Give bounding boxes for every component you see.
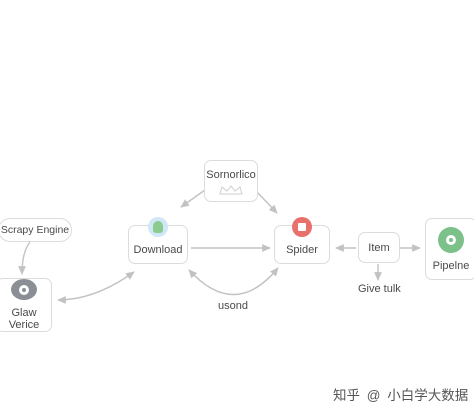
- gear-icon: [11, 279, 37, 300]
- watermark: 知乎 @ 小白学大数据: [333, 384, 468, 404]
- item-node[interactable]: Item: [358, 232, 400, 263]
- spider-label: Spider: [286, 243, 318, 256]
- arrow-download-to-middleware: [57, 271, 135, 304]
- arrow-engine-to-middleware: [18, 241, 31, 275]
- spider-icon: [292, 217, 312, 237]
- arrow-scheduler-to-download: [180, 189, 206, 208]
- scrapy-engine-node[interactable]: Scrapy Engine: [0, 218, 72, 242]
- watermark-at: @: [366, 388, 381, 403]
- scrapy-engine-label: Scrapy Engine: [0, 224, 70, 236]
- download-node[interactable]: Download: [128, 217, 188, 264]
- scheduler-node[interactable]: Sornorlico: [204, 160, 258, 202]
- arrow-scheduler-to-spider: [256, 191, 278, 214]
- middleware-label: Glaw Verice: [8, 307, 40, 331]
- edge-label-usond: usond: [218, 300, 248, 312]
- spider-node[interactable]: Spider: [274, 217, 330, 264]
- pipeline-node[interactable]: Pipelne: [425, 218, 474, 280]
- watermark-name: 小白学大数据: [387, 388, 469, 403]
- android-icon: [148, 217, 168, 237]
- scheduler-label: Sornorlico: [206, 169, 256, 181]
- watermark-prefix: 知乎: [333, 388, 360, 403]
- item-label: Item: [368, 241, 390, 254]
- edge-label-give-tuk: Give tulk: [358, 283, 401, 295]
- download-label: Download: [133, 243, 183, 256]
- crown-icon: [219, 185, 243, 195]
- arrow-spider-to-download: [188, 267, 279, 296]
- middleware-node[interactable]: Glaw Verice: [0, 278, 52, 332]
- pipeline-label: Pipelne: [432, 259, 470, 272]
- gear-icon: [438, 226, 464, 253]
